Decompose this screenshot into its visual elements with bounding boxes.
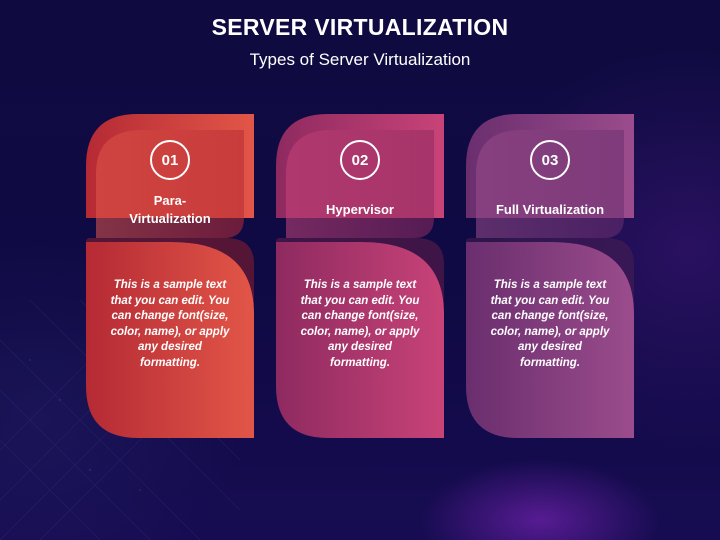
card-description: This is a sample text that you can edit.…: [110, 279, 230, 369]
card-para-virtualization: 01 Para- Virtualization This is a sample…: [86, 114, 254, 438]
card-title-line2: Virtualization: [129, 211, 211, 226]
card-title-line1: Para-: [153, 193, 187, 208]
card-number-badge: 02: [340, 140, 380, 180]
card-full-virtualization: 03 Full Virtualization This is a sample …: [466, 114, 634, 438]
slide-title: SERVER VIRTUALIZATION: [211, 14, 509, 40]
card-hypervisor: 02 Hypervisor This is a sample text that…: [276, 114, 444, 438]
card-title: Para- Virtualization: [96, 190, 244, 230]
card-number-badge: 03: [530, 140, 570, 180]
slide-subtitle: Types of Server Virtualization: [249, 50, 471, 69]
card-title-line1: Hypervisor: [326, 202, 394, 217]
card-description: This is a sample text that you can edit.…: [490, 279, 610, 369]
card-title-line1: Full Virtualization: [495, 202, 605, 217]
card-description: This is a sample text that you can edit.…: [300, 279, 420, 369]
card-number-badge: 01: [150, 140, 190, 180]
card-title: Full Virtualization: [476, 190, 624, 230]
card-title: Hypervisor: [286, 190, 434, 230]
